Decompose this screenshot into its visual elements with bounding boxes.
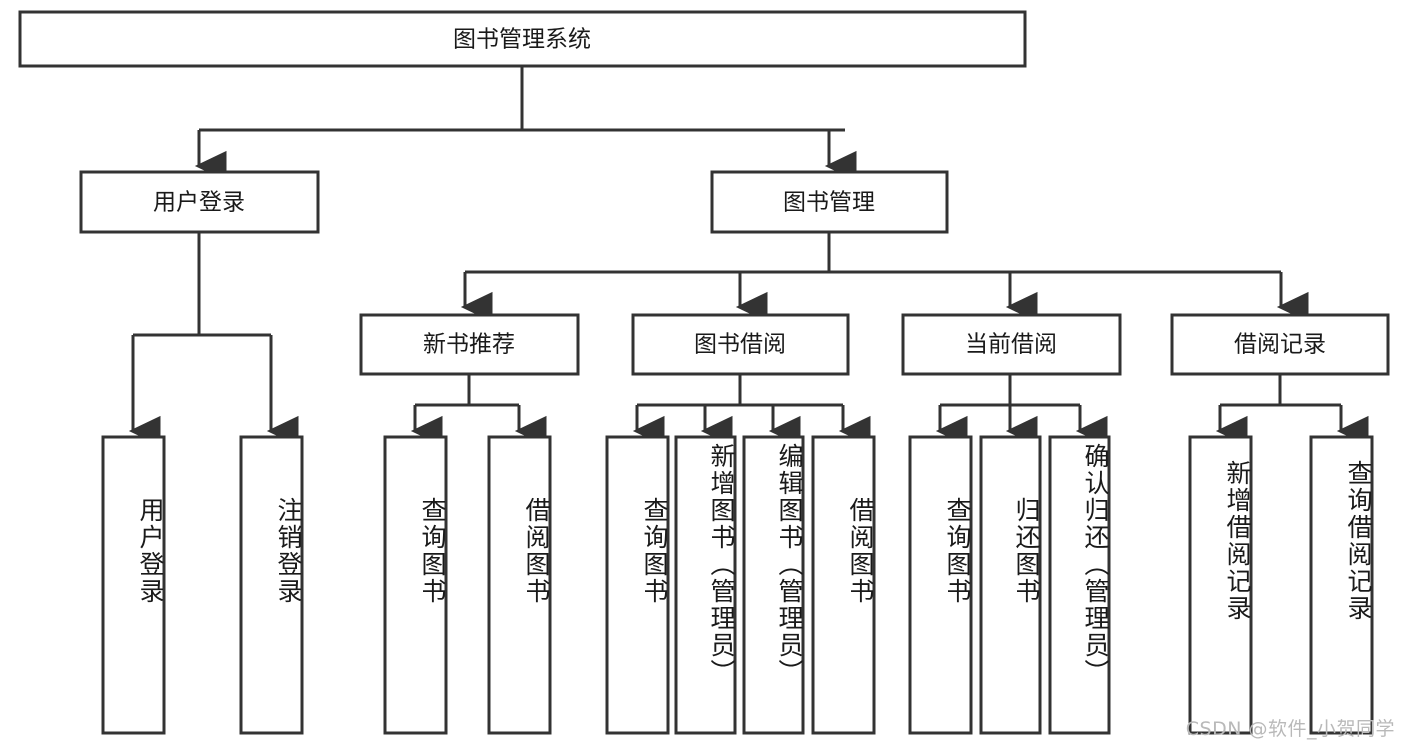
node-book-manage-label: 图书管理: [783, 190, 875, 216]
connector-currentborrow-to-leaves: [935, 374, 1108, 447]
connector-newbook-to-leaves: [410, 374, 547, 447]
leaf-query-book-3-box[interactable]: [908, 435, 973, 735]
connector-bookborrow-to-leaves: [632, 374, 871, 447]
leaf-query-book-1-box[interactable]: [383, 435, 448, 735]
node-borrow-record-box[interactable]: [1170, 313, 1390, 376]
node-root-box[interactable]: [18, 10, 1027, 68]
leaf-add-record-box[interactable]: [1188, 435, 1253, 735]
node-user-login-label: 用户登录: [153, 190, 245, 216]
leaf-confirm-return-box[interactable]: [1048, 435, 1111, 735]
leaf-query-book-2-box[interactable]: [605, 435, 670, 735]
node-borrow-record-label: 借阅记录: [1234, 332, 1326, 358]
csdn-watermark: CSDN @软件_小贺同学: [1185, 718, 1395, 740]
leaf-query-record-box[interactable]: [1309, 435, 1374, 735]
connector-root-to-level2: [194, 66, 857, 182]
leaf-edit-book-box[interactable]: [742, 435, 805, 735]
connector-userlogin-to-leaves: [128, 232, 299, 447]
connector-borrowrecord-to-leaves: [1215, 374, 1369, 447]
node-new-book-rec-box[interactable]: [359, 313, 580, 376]
leaf-return-book-box[interactable]: [979, 435, 1042, 735]
node-book-borrow-label: 图书借阅: [694, 332, 786, 358]
leaf-borrow-book-2-box[interactable]: [811, 435, 876, 735]
connector-bookmanage-to-level3: [460, 232, 1309, 323]
leaf-borrow-book-1-box[interactable]: [487, 435, 552, 735]
leaf-user-login-box[interactable]: [101, 435, 166, 735]
node-user-login-box[interactable]: [79, 170, 320, 234]
node-current-borrow-label: 当前借阅: [965, 332, 1057, 358]
node-root-label: 图书管理系统: [453, 27, 591, 53]
node-book-manage-box[interactable]: [710, 170, 949, 234]
node-new-book-rec-label: 新书推荐: [423, 332, 515, 358]
node-book-borrow-box[interactable]: [631, 313, 850, 376]
leaf-user-logout-box[interactable]: [239, 435, 304, 735]
node-current-borrow-box[interactable]: [901, 313, 1122, 376]
leaf-add-book-box[interactable]: [674, 435, 737, 735]
